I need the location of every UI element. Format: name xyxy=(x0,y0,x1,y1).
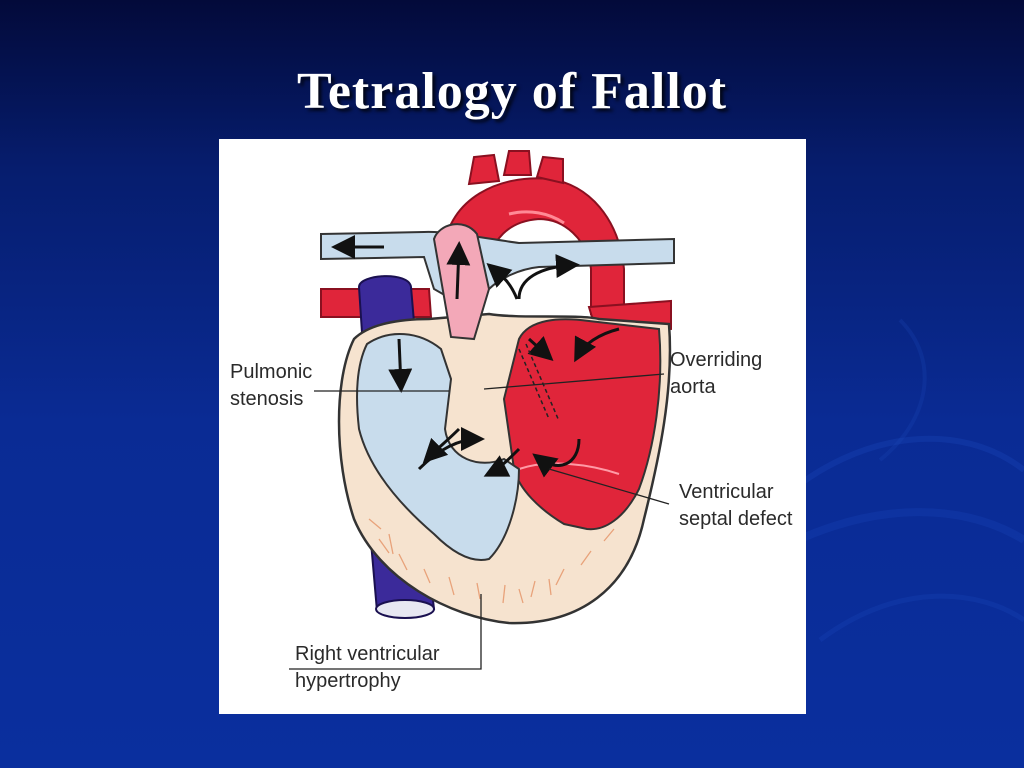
slide-title: Tetralogy of Fallot xyxy=(296,63,728,120)
leader-lines xyxy=(289,373,670,670)
heart-illustration xyxy=(289,150,675,670)
heart-diagram: Pulmonic stenosis Overriding aorta Ventr… xyxy=(219,139,806,714)
label-ventricular-septal-defect: Ventricular septal defect xyxy=(679,481,793,530)
label-right-ventricular-hypertrophy: Right ventricular hypertrophy xyxy=(295,643,440,692)
flow-arrows xyxy=(331,235,620,478)
label-overriding-aorta: Overriding aorta xyxy=(670,349,763,398)
aortic-arch xyxy=(442,177,625,315)
label-pulmonic-stenosis: Pulmonic stenosis xyxy=(230,361,313,410)
